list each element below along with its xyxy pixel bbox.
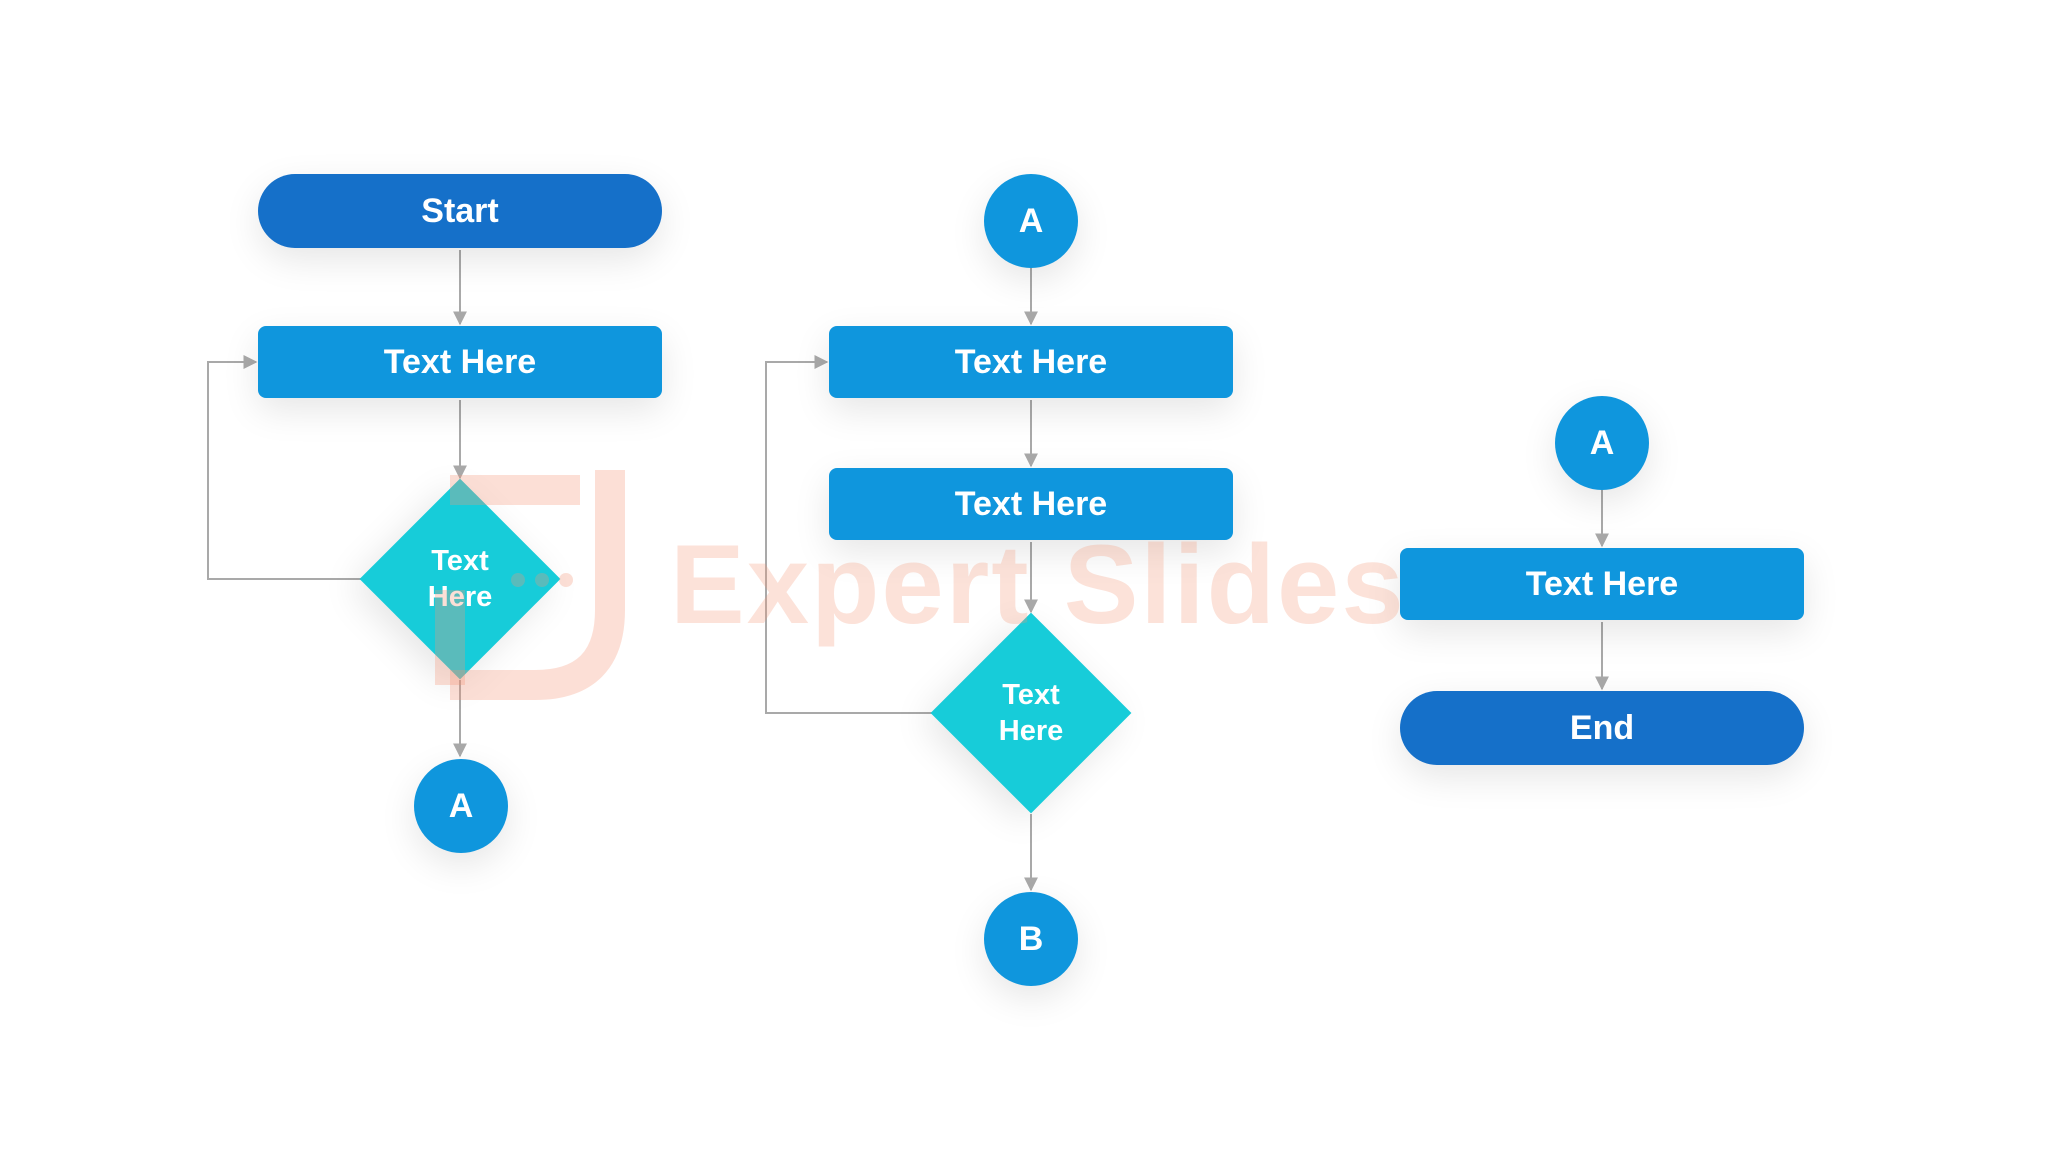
- flow3-connector-a: A: [1555, 396, 1649, 490]
- flow1-decision: Text Here: [359, 478, 561, 680]
- start-terminator: Start: [258, 174, 662, 248]
- line-decision-loop-back: [207, 355, 362, 580]
- flow2-process-box-2: Text Here: [829, 468, 1233, 540]
- flow2-process-box-1: Text Here: [829, 326, 1233, 398]
- flow2-connector-a: A: [984, 174, 1078, 268]
- flow1-decision-label: Text Here: [427, 545, 493, 613]
- flow3-process-box: Text Here: [1400, 548, 1804, 620]
- flow2-decision-label: Text Here: [998, 679, 1064, 747]
- line-decision2-loop-back: [765, 355, 934, 714]
- flow1-connector-a: A: [414, 759, 508, 853]
- flow2-connector-b: B: [984, 892, 1078, 986]
- flow1-process-box: Text Here: [258, 326, 662, 398]
- flow2-decision: Text Here: [930, 612, 1132, 814]
- end-terminator: End: [1400, 691, 1804, 765]
